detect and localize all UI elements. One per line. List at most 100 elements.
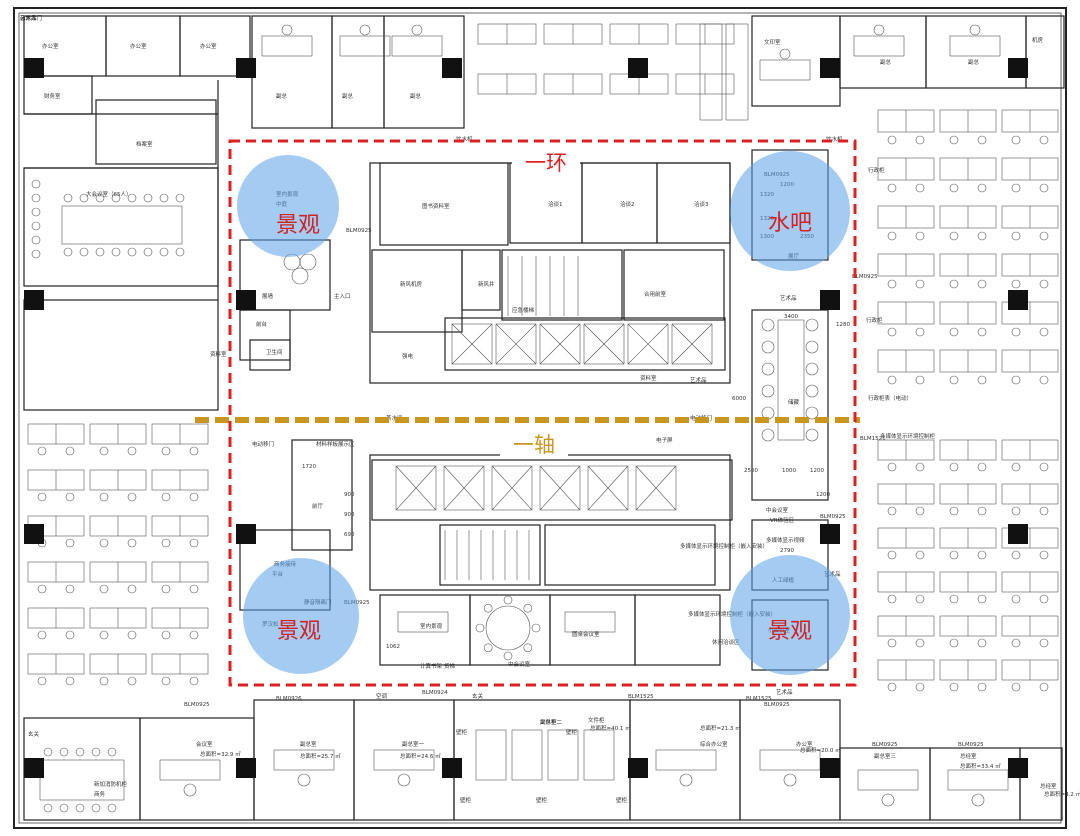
room-label: 卫生间	[266, 348, 283, 356]
dimension-label: 6000	[732, 396, 746, 402]
chair	[63, 247, 73, 257]
chair	[127, 538, 137, 548]
room-label: 艺术品	[690, 376, 707, 384]
chair	[1039, 506, 1049, 516]
chair	[31, 249, 41, 259]
room-label: 总经室	[960, 752, 977, 760]
elevator-car	[587, 465, 629, 511]
chair	[949, 462, 959, 472]
chair	[977, 638, 987, 648]
room-label: 应急楼梯	[512, 306, 535, 314]
chair	[915, 462, 925, 472]
dimension-label: 2790	[780, 548, 794, 554]
structural-column	[236, 758, 256, 778]
chair	[189, 538, 199, 548]
workstation-row	[699, 23, 723, 121]
chair	[99, 492, 109, 502]
chair	[161, 630, 171, 640]
chair	[1039, 183, 1049, 193]
chair	[1039, 375, 1049, 385]
chair	[127, 193, 137, 203]
chair	[99, 446, 109, 456]
structural-column	[1008, 524, 1028, 544]
room-label: 行政柜表（电动）	[868, 394, 912, 402]
chair	[805, 428, 819, 442]
chair	[1011, 682, 1021, 692]
office-chair	[183, 783, 197, 797]
chair	[189, 676, 199, 686]
dimension-label: 1200	[816, 492, 830, 498]
office-chair	[969, 24, 981, 36]
chair	[59, 803, 69, 813]
room-label: 计算书架	[420, 662, 443, 670]
chair	[977, 183, 987, 193]
structural-column	[820, 58, 840, 78]
chair	[887, 638, 897, 648]
chair	[65, 538, 75, 548]
chair	[915, 682, 925, 692]
room-washroom	[544, 524, 716, 586]
chair	[949, 135, 959, 145]
room-label: 艺术品	[776, 688, 793, 696]
dimension-label: 1720	[302, 464, 316, 470]
room-label: 壁柜	[460, 796, 472, 804]
dimension-label: 1000	[782, 468, 796, 474]
office-chair	[783, 773, 797, 787]
chair	[805, 318, 819, 332]
chair	[1011, 462, 1021, 472]
room-label: BLM1525	[628, 694, 654, 700]
elevator-x	[491, 465, 533, 511]
chair	[99, 584, 109, 594]
chair	[761, 428, 775, 442]
chair	[143, 247, 153, 257]
chair	[1011, 279, 1021, 289]
office-desk	[273, 749, 335, 771]
chair	[31, 179, 41, 189]
office-desk	[261, 35, 313, 57]
chair	[915, 183, 925, 193]
structural-column	[1008, 290, 1028, 310]
elevator-x	[539, 323, 581, 365]
room-label: 玄关	[28, 730, 40, 738]
room-lobby	[623, 249, 725, 321]
room-label: BLM0925	[852, 274, 878, 280]
room-label: 新风机房	[400, 280, 423, 288]
chair	[1039, 594, 1049, 604]
elevator-car	[635, 465, 677, 511]
office-desk	[655, 749, 717, 771]
room-label: 副总	[342, 92, 354, 100]
room-label: 洽谈1	[548, 200, 563, 208]
chair	[949, 231, 959, 241]
chair	[75, 747, 85, 757]
office-chair	[679, 773, 693, 787]
chair	[111, 247, 121, 257]
highlight-overlay: 一环 一轴 景观 水吧 景观 景观	[195, 139, 860, 687]
dimension-label: 3400	[784, 314, 798, 320]
chair	[1039, 135, 1049, 145]
office-desk	[339, 35, 391, 57]
chair	[1011, 550, 1021, 560]
chair	[127, 247, 137, 257]
chair	[37, 630, 47, 640]
room-label: 副总	[276, 92, 288, 100]
chair	[65, 584, 75, 594]
chair	[949, 183, 959, 193]
chair	[949, 550, 959, 560]
room-label: BLM0924	[422, 690, 448, 696]
room-label: 副总室	[300, 740, 317, 748]
room-label: 文件柜	[588, 716, 605, 724]
room-label: 壁柜	[456, 728, 468, 736]
chair	[915, 375, 925, 385]
chair	[805, 384, 819, 398]
dimension-label: 900	[344, 492, 355, 498]
zone-landscape-nw: 景观	[237, 155, 339, 257]
chair	[1039, 638, 1049, 648]
room-label: 中会议室	[508, 660, 531, 668]
structural-column	[820, 290, 840, 310]
room-meeting	[634, 594, 721, 666]
elevator-x	[395, 465, 437, 511]
zone-label: 景观	[277, 619, 321, 644]
chair	[761, 340, 775, 354]
planter	[291, 267, 309, 285]
